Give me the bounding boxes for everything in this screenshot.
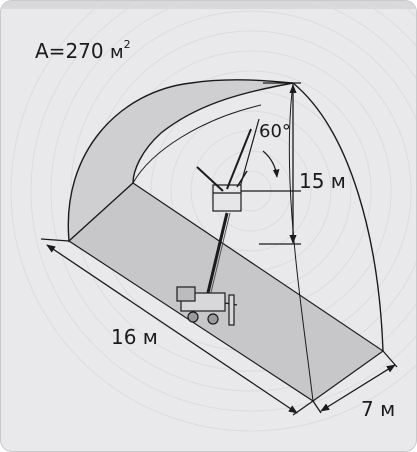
- area-power: 2: [123, 38, 131, 51]
- area-label: A=270 м2: [35, 38, 131, 63]
- width-label: 7 м: [361, 397, 396, 421]
- aerial-lift: [176, 128, 252, 326]
- area-unit: м: [109, 42, 124, 63]
- height-dimension: [259, 82, 301, 245]
- vault-front-arch: [292, 82, 384, 352]
- angle-label: 60°: [259, 121, 291, 142]
- length-dimension: [40, 238, 314, 416]
- area-prefix: A=270: [35, 39, 110, 63]
- vault-roof: [67, 79, 294, 243]
- vault-back-arch: [132, 104, 262, 184]
- width-dimension: [312, 350, 398, 414]
- height-label: 15 м: [299, 169, 346, 193]
- length-label: 16 м: [111, 325, 158, 349]
